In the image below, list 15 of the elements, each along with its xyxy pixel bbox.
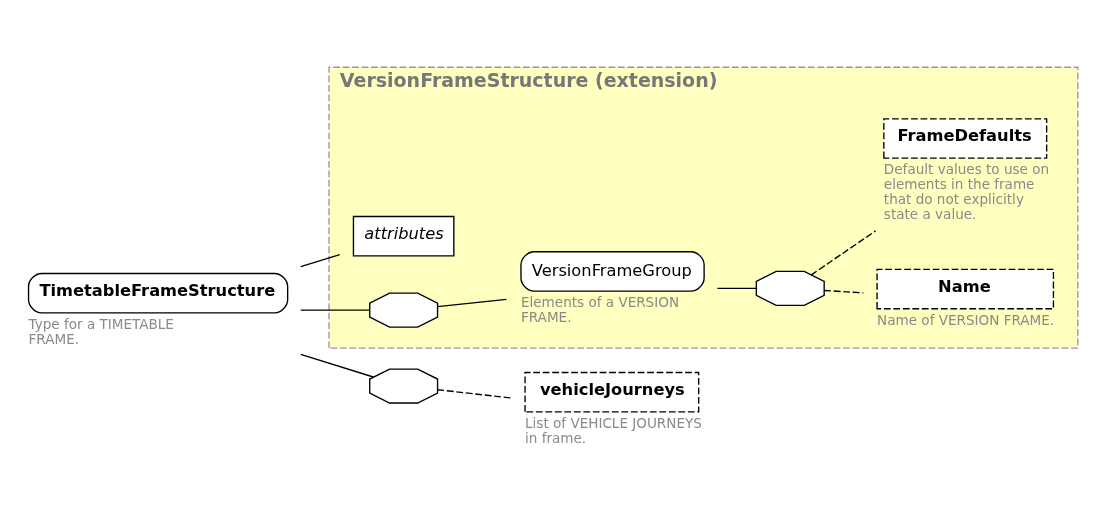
- node-label: Default values to use on elements in the frame that do not explicitly state a value.: [883, 161, 1050, 223]
- node-octagon: [755, 270, 825, 307]
- connector: [300, 353, 374, 378]
- node-label: Type for a TIMETABLE FRAME.: [28, 316, 174, 348]
- connector: [716, 287, 757, 290]
- connector: [823, 289, 864, 294]
- node-label: Elements of a VERSION FRAME.: [520, 294, 680, 326]
- node-label: Name of VERSION FRAME.: [877, 312, 1055, 329]
- node-octagon: [369, 292, 439, 328]
- node-label: List of VEHICLE JOURNEYS in frame.: [525, 415, 702, 447]
- connector: [810, 230, 877, 276]
- connector: [436, 389, 513, 399]
- connector: [300, 309, 370, 311]
- node-octagon: [369, 368, 439, 404]
- connector: [436, 298, 508, 308]
